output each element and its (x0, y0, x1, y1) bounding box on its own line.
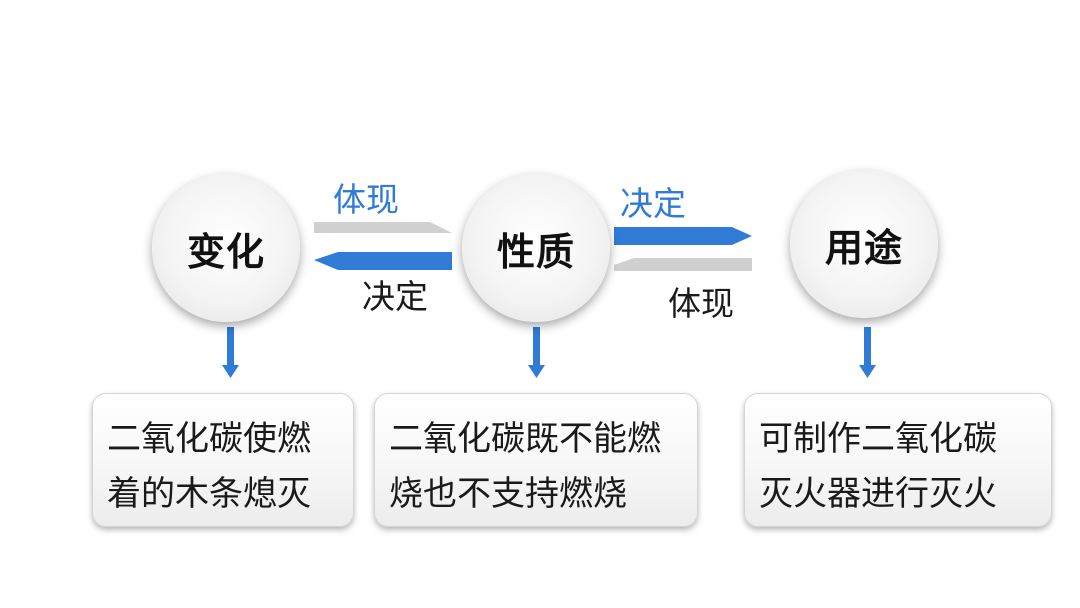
gray-right-arrow-1 (314, 222, 452, 233)
box-usage-line-2: 灭火器进行灭火 (759, 474, 997, 514)
box-property-line-2: 烧也不支持燃烧 (389, 474, 627, 514)
gray-left-arrow-2 (614, 258, 752, 271)
box-property: 二氧化碳既不能燃 烧也不支持燃烧 (374, 393, 698, 527)
box-change: 二氧化碳使燃 着的木条熄灭 (92, 393, 354, 527)
blue-left-arrow-1 (314, 252, 452, 270)
box-property-line-1: 二氧化碳既不能燃 (389, 419, 661, 459)
box-usage: 可制作二氧化碳 灭火器进行灭火 (744, 393, 1052, 527)
link-label-property-usage-top: 决定 (620, 184, 686, 223)
link-label-change-property-top: 体现 (333, 180, 399, 219)
node-property-label: 性质 (496, 229, 575, 274)
node-property: 性质 (462, 174, 610, 322)
link-label-property-usage-bottom: 体现 (668, 284, 734, 323)
down-arrow-usage (859, 327, 876, 378)
node-change: 变化 (152, 174, 300, 322)
box-usage-line-1: 可制作二氧化碳 (759, 419, 997, 459)
node-usage: 用途 (790, 170, 938, 318)
down-arrow-change (222, 327, 239, 378)
link-label-change-property-bottom: 决定 (362, 277, 428, 316)
node-change-label: 变化 (186, 229, 265, 274)
box-change-line-1: 二氧化碳使燃 (107, 419, 311, 459)
box-change-line-2: 着的木条熄灭 (107, 474, 311, 514)
node-usage-label: 用途 (824, 225, 903, 270)
blue-right-arrow-2 (614, 227, 752, 245)
down-arrow-property (528, 327, 545, 378)
